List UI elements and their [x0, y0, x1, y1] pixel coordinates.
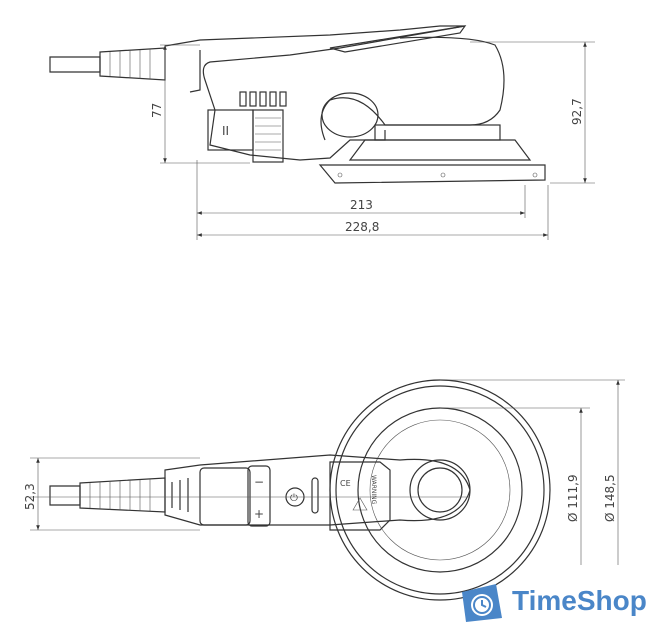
ce-mark: CE [340, 479, 351, 488]
warning-label: WARNING [370, 475, 377, 505]
dim-height-rear: 77 [150, 103, 164, 118]
dim-length-total: 228,8 [345, 220, 379, 234]
dim-height-total: 92,7 [570, 98, 584, 125]
clock-bag-icon [462, 584, 502, 622]
cord-strain-relief [99, 47, 166, 81]
sanding-pad [318, 164, 546, 184]
dim-handle-width: 52,3 [23, 483, 37, 510]
fan-ring [374, 124, 501, 141]
plus-icon[interactable]: + [254, 507, 264, 521]
svg-text:II: II [222, 124, 229, 138]
cord-strain-relief-top [79, 477, 166, 513]
dim-diameter-outer: Ø 148,5 [603, 474, 617, 522]
svg-text:⏻: ⏻ [290, 493, 298, 504]
timeshop-logo[interactable]: TimeShop [456, 578, 647, 624]
logo-text: TimeShop [512, 585, 647, 616]
top-view: − + ⏻ CE WARNING 52,3 Ø 111,9 Ø 148,5 [23, 379, 625, 601]
dim-length-body: 213 [350, 198, 373, 212]
battery-pack [207, 109, 254, 151]
minus-icon[interactable]: − [254, 475, 264, 489]
side-view: II 77 92,7 213 228,8 [49, 25, 595, 240]
speed-buttons[interactable] [247, 465, 271, 527]
warning-triangle-icon [352, 497, 368, 511]
vent-slots [239, 91, 287, 107]
dim-diameter-inner: Ø 111,9 [566, 474, 580, 522]
sanding-pad-outer [329, 379, 551, 601]
